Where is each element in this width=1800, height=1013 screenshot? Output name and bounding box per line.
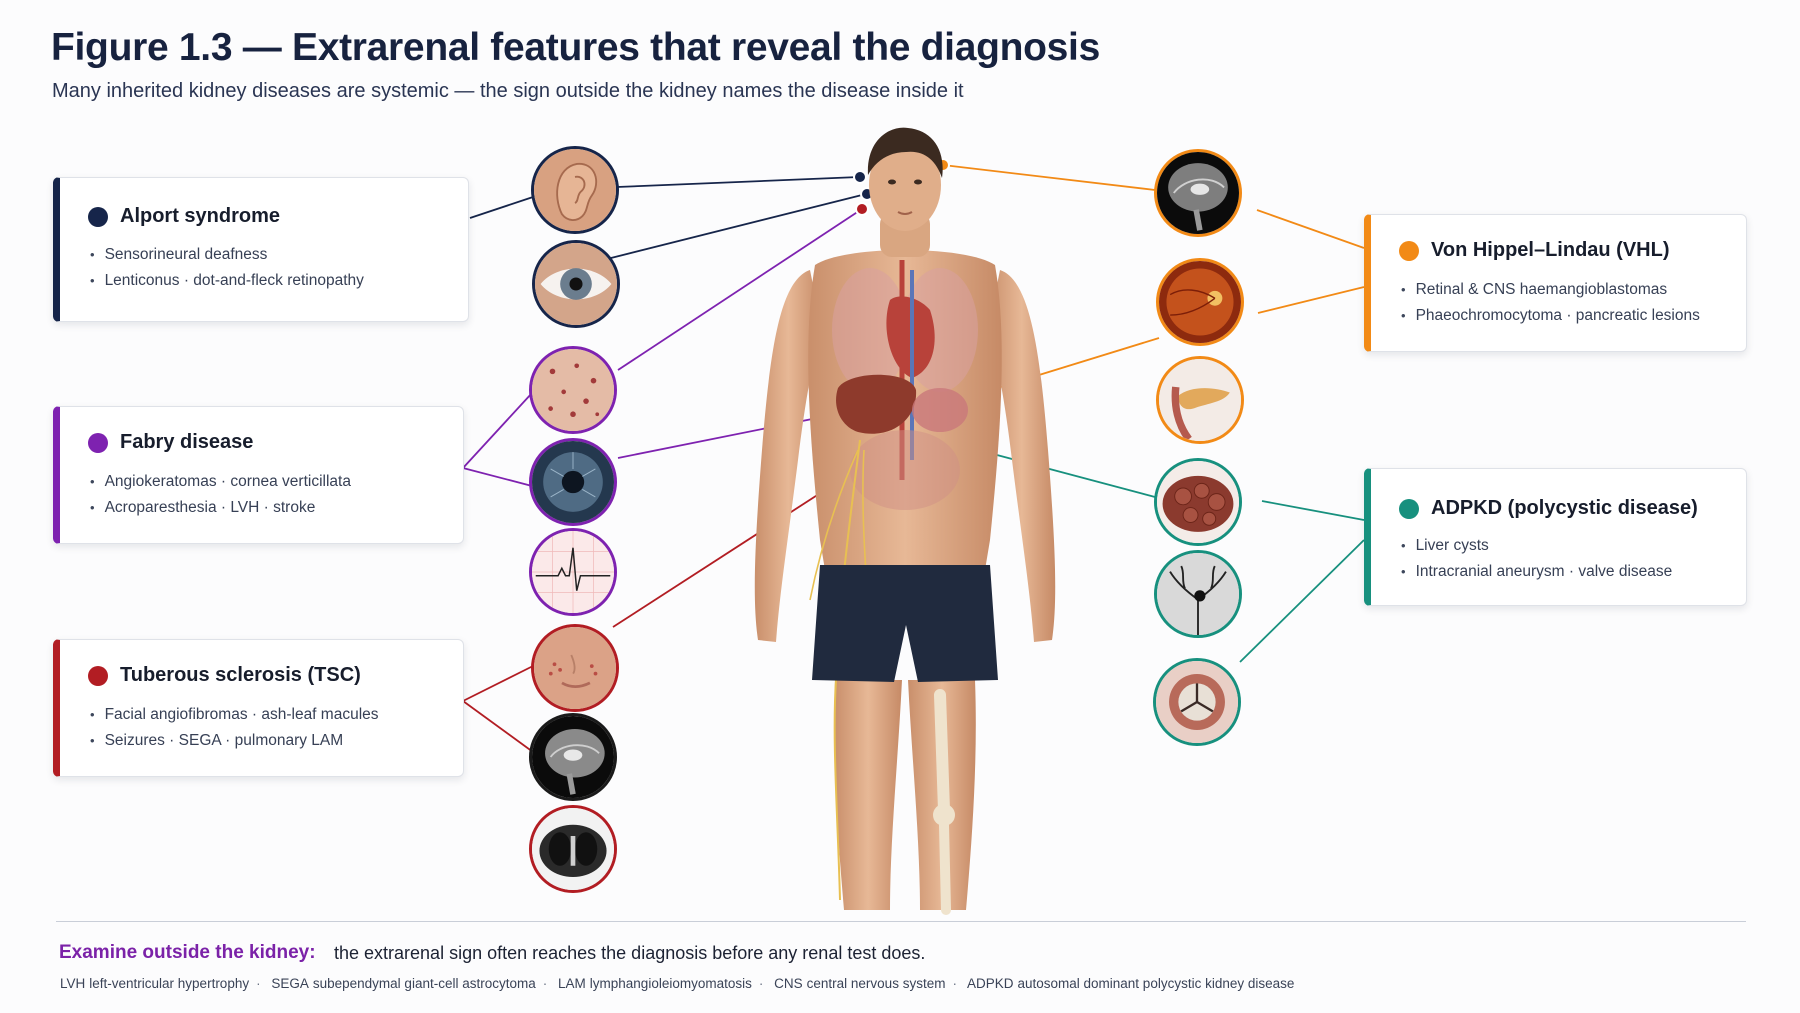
vhl-color-dot	[1399, 240, 1419, 261]
list-item: Angiokeratomas · cornea verticillata	[90, 473, 351, 491]
lung-ct-icon	[529, 805, 617, 893]
connector-tsc-brain	[462, 700, 534, 753]
card-fabry-list: Angiokeratomas · cornea verticillata Acr…	[90, 473, 351, 525]
card-alport-list: Sensorineural deafness Lenticonus · dot-…	[90, 246, 364, 298]
connector-alport-ear	[469, 196, 534, 219]
card-tsc: Tuberous sclerosis (TSC) Facial angiofib…	[53, 639, 464, 777]
card-vhl-title: Von Hippel–Lindau (VHL)	[1431, 239, 1670, 261]
card-vhl-list: Retinal & CNS haemangioblastomas Phaeoch…	[1401, 281, 1700, 333]
list-item: Retinal & CNS haemangioblastomas	[1401, 281, 1700, 299]
connector-vhl-retina-card	[1257, 286, 1365, 314]
page-title: Figure 1.3 — Extrarenal features that re…	[51, 26, 1100, 69]
abbr-lvh-meaning: left-ventricular hypertrophy	[89, 976, 250, 991]
card-adpkd-list: Liver cysts Intracranial aneurysm · valv…	[1401, 537, 1673, 589]
cornea-icon	[529, 438, 617, 526]
abbr-adpkd: ADPKD	[966, 976, 1014, 991]
connector-vhl-brain-card	[1256, 209, 1365, 249]
connector-tsc-face	[462, 665, 534, 702]
list-item: Phaeochromocytoma · pancreatic lesions	[1401, 307, 1700, 325]
abbr-cns-meaning: central nervous system	[806, 976, 946, 991]
abbr-cns: CNS	[774, 976, 803, 991]
fabry-color-dot	[88, 432, 108, 453]
abbr-sega: SEGA	[271, 976, 309, 991]
heart-valve-icon	[1153, 658, 1241, 746]
abbr-lam-meaning: lymphangioleiomyomatosis	[589, 976, 752, 991]
card-adpkd-title: ADPKD (polycystic disease)	[1431, 497, 1698, 519]
card-fabry-title: Fabry disease	[120, 431, 254, 453]
list-item: Sensorineural deafness	[90, 246, 364, 264]
human-body-illustration	[754, 127, 1056, 915]
connector-adpkd-valve-card	[1239, 539, 1365, 663]
retina-icon	[1156, 258, 1244, 346]
brain-mri-icon	[529, 713, 617, 801]
connector-adpkd-liver-card	[1261, 500, 1365, 521]
cerebral-angiogram-icon	[1154, 550, 1242, 638]
tsc-color-dot	[88, 665, 108, 686]
alport-color-dot	[88, 206, 108, 227]
card-alport: Alport syndrome Sensorineural deafness L…	[53, 177, 469, 322]
card-fabry: Fabry disease Angiokeratomas · cornea ve…	[53, 406, 464, 544]
brain-mri-icon	[1154, 149, 1242, 237]
face-angiofibroma-icon	[531, 624, 619, 712]
skin-angiokeratoma-icon	[529, 346, 617, 434]
page-subtitle: Many inherited kidney diseases are syste…	[52, 80, 964, 102]
list-item: Intracranial aneurysm · valve disease	[1401, 563, 1673, 581]
card-vhl: Von Hippel–Lindau (VHL) Retinal & CNS ha…	[1364, 214, 1747, 352]
list-item: Lenticonus · dot-and-fleck retinopathy	[90, 272, 364, 290]
list-item: Acroparesthesia · LVH · stroke	[90, 499, 351, 517]
polycystic-liver-icon	[1154, 458, 1242, 546]
abbr-adpkd-meaning: autosomal dominant polycystic kidney dis…	[1017, 976, 1295, 991]
card-tsc-list: Facial angiofibromas · ash-leaf macules …	[90, 706, 379, 758]
connector-fabry-cornea	[462, 467, 533, 487]
card-tsc-title: Tuberous sclerosis (TSC)	[120, 664, 361, 686]
connector-fabry-skin	[462, 392, 533, 469]
abbr-lvh: LVH	[60, 976, 86, 991]
card-alport-title: Alport syndrome	[120, 205, 281, 227]
adpkd-color-dot	[1399, 498, 1419, 519]
footer-divider	[56, 921, 1746, 922]
pancreas-icon	[1156, 356, 1244, 444]
abbr-lam: LAM	[558, 976, 586, 991]
ecg-icon	[529, 528, 617, 616]
list-item: Liver cysts	[1401, 537, 1672, 555]
card-adpkd: ADPKD (polycystic disease) Liver cysts I…	[1364, 468, 1747, 606]
ear-icon	[531, 146, 619, 234]
footer-text: the extrarenal sign often reaches the di…	[334, 943, 926, 963]
eye-icon	[532, 240, 620, 328]
footer-lead: Examine outside the kidney:	[59, 942, 316, 963]
abbr-sega-meaning: subependymal giant-cell astrocytoma	[312, 976, 536, 991]
list-item: Seizures · SEGA · pulmonary LAM	[90, 732, 379, 750]
list-item: Facial angiofibromas · ash-leaf macules	[90, 706, 379, 724]
